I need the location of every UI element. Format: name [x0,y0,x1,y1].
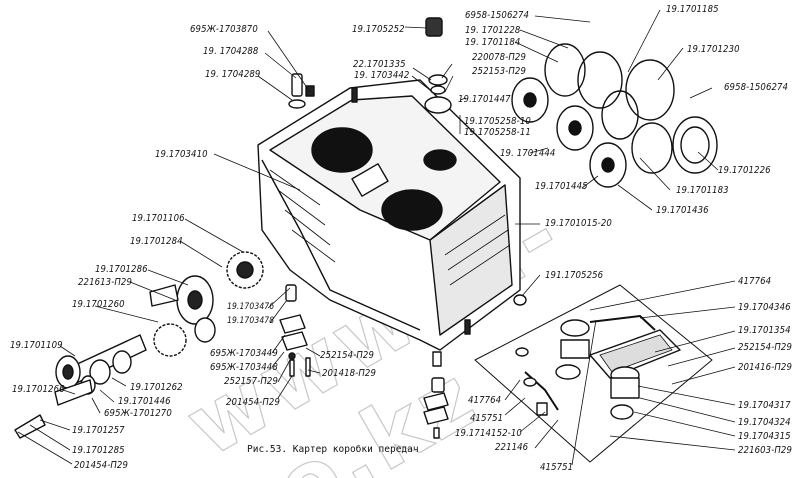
part-label: 252157-П29 [224,376,279,387]
part-label: 19.1701266 [12,384,65,395]
oil-filter-inset [474,284,713,463]
part-label: 19.1701447 [458,94,511,105]
part-label: 19.1703476 [227,302,275,312]
cap-and-seals [424,17,452,114]
part-label: 201418-П29 [322,368,377,379]
part-label: 19.1701285 [72,445,125,456]
part-label: 695Ж-1701270 [104,408,172,419]
part-label: 19.1701284 [130,236,183,247]
part-label: 19.1701226 [718,165,771,176]
part-label: 22.1701335 [353,59,406,70]
part-label: 19. 1704288 [203,46,259,57]
part-label: 201454-П29 [226,397,281,408]
part-label: 19.1701015-20 [545,218,612,229]
part-label: 19.1703410 [155,149,208,160]
part-label: 19.1714152-10 [455,428,522,439]
part-label: 19.1701183 [676,185,729,196]
part-label: 19.1704317 [738,400,791,411]
part-label: 252154-П29 [320,350,375,361]
part-label: 252154-П29 [738,342,793,353]
part-label: 191.1705256 [545,270,604,281]
part-label: 19.1703478 [227,316,275,326]
part-label: 220078-П29 [472,52,527,63]
part-label: 19.1705252 [352,24,405,35]
part-label: 19.1701286 [95,264,148,275]
part-label: 221146 [495,442,529,453]
top-opening-2 [381,189,443,231]
shaft-assembly-left [14,251,264,439]
part-label: 19.1701436 [656,205,709,216]
part-label: 19. 1701228 [465,25,521,36]
part-label: 695Ж-1703870 [190,24,258,35]
part-label: 19.1701257 [72,425,125,436]
part-label: 695Ж-1703449 [210,348,278,359]
part-label: 19.1701106 [132,213,185,224]
part-label: 201454-П29 [74,460,129,471]
part-label: 19.1704324 [738,417,791,428]
part-label: 221603-П29 [738,445,793,456]
part-label: 201416-П29 [738,362,793,373]
part-label: 19.1705258-10 [464,116,531,127]
part-label: 415751 [540,462,574,473]
part-label: 19.1701109 [10,340,63,351]
part-label: 6958-1506274 [724,82,789,93]
top-opening-3 [423,149,457,171]
figure-caption: Рис.53. Картер коробки передач [247,444,419,455]
part-label: 417764 [738,276,772,287]
part-label: 415751 [470,413,504,424]
part-label: 252153-П29 [472,66,527,77]
part-label: 19.1704346 [738,302,791,313]
part-label: 19. 1704289 [205,69,261,80]
top-opening-1 [311,127,373,173]
leader-lines [17,9,736,466]
breather-fittings [288,73,358,109]
part-label: 19.1701446 [118,396,171,407]
part-label: 19.1704315 [738,431,791,442]
part-label: 19.1701354 [738,325,791,336]
part-label: 6958-1506274 [465,10,530,21]
part-label: 695Ж-1703448 [210,362,278,373]
part-label: 19.1701260 [72,299,125,310]
part-label: 417764 [468,395,502,406]
bearings-right [511,43,718,188]
part-label: 19. 1701184 [465,37,521,48]
part-label: 19. 1703442 [354,70,410,81]
part-label: 19.1705258-11 [464,127,531,138]
part-label: 19.1701185 [666,4,719,15]
bottom-fittings [279,284,527,439]
part-label: 221613-П29 [78,277,133,288]
part-label: 19.1701262 [130,382,183,393]
part-label: 19.1701230 [687,44,740,55]
gearbox-housing [257,79,521,351]
part-label: 19. 1701444 [500,148,556,159]
part-label: 19.1701445 [535,181,588,192]
